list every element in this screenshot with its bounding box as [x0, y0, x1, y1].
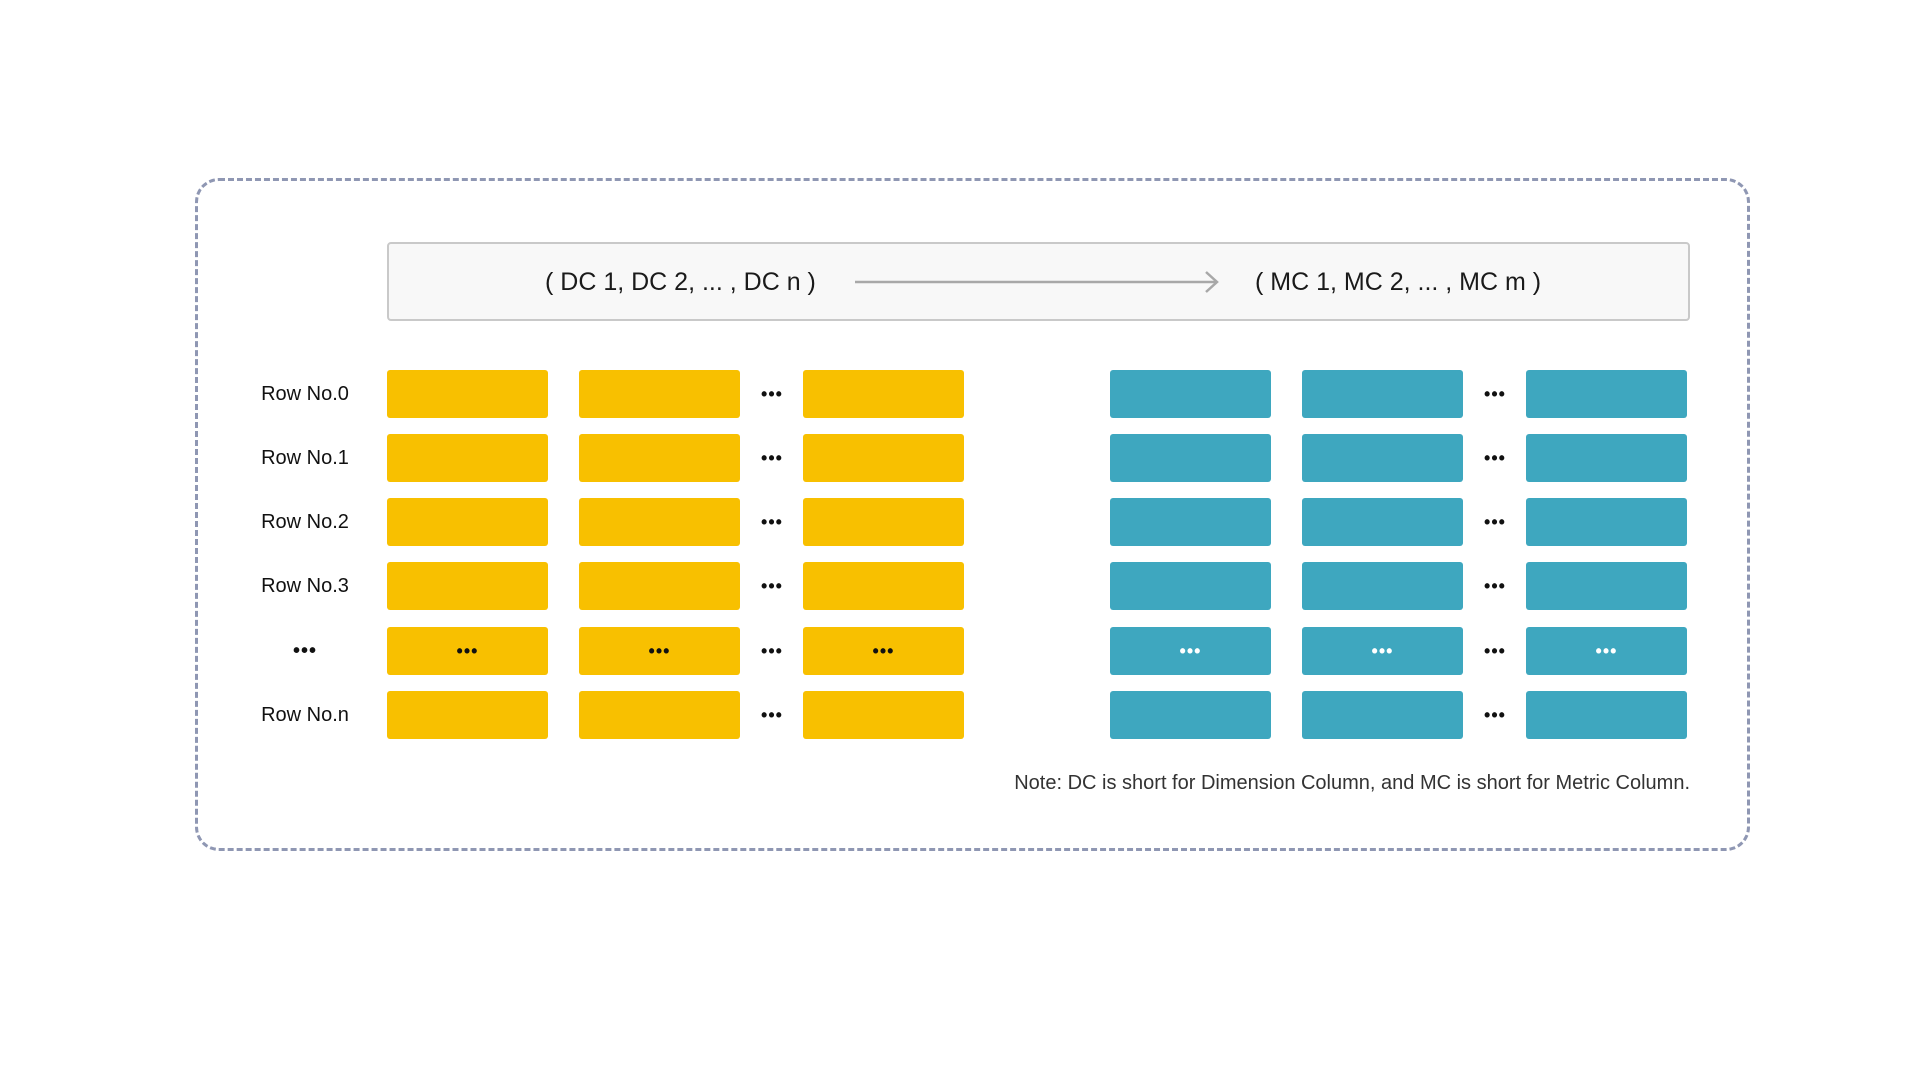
- metric-cell-ellipsis: •••: [1526, 627, 1687, 675]
- row-label-ellipsis: •••: [292, 640, 317, 662]
- metric-cell: [1302, 370, 1463, 418]
- metric-cell: [1110, 498, 1271, 546]
- dimension-cell: [579, 370, 740, 418]
- dimension-cell: [387, 370, 548, 418]
- row-label: Row No.0: [261, 383, 349, 405]
- dimension-cell: [579, 498, 740, 546]
- dimension-cell: [803, 434, 964, 482]
- mapping-arrow-icon: [855, 271, 1219, 293]
- metric-columns-ellipsis: •••: [1484, 705, 1506, 725]
- metric-columns-tuple: ( MC 1, MC 2, ... , MC m ): [1255, 268, 1542, 296]
- dimension-columns-ellipsis: •••: [761, 576, 783, 596]
- legend-note: Note: DC is short for Dimension Column, …: [1014, 772, 1690, 794]
- dimension-cell-ellipsis: •••: [579, 627, 740, 675]
- metric-cell: [1302, 691, 1463, 739]
- row-label: Row No.1: [261, 447, 349, 469]
- metric-cell: [1110, 370, 1271, 418]
- dimension-cell: [579, 562, 740, 610]
- dimension-cell: [387, 691, 548, 739]
- dimension-cell: [803, 370, 964, 418]
- dimension-columns-ellipsis: •••: [761, 448, 783, 468]
- metric-columns-ellipsis: •••: [1484, 512, 1506, 532]
- dimension-columns-tuple: ( DC 1, DC 2, ... , DC n ): [545, 268, 816, 296]
- metric-cell: [1526, 562, 1687, 610]
- metric-cell: [1110, 691, 1271, 739]
- metric-cell: [1526, 691, 1687, 739]
- metric-cell: [1110, 562, 1271, 610]
- row-label: Row No.3: [261, 575, 349, 597]
- metric-cell: [1302, 562, 1463, 610]
- metric-cell: [1302, 498, 1463, 546]
- dimension-columns-ellipsis: •••: [761, 384, 783, 404]
- metric-cell: [1110, 434, 1271, 482]
- diagram-frame: [195, 178, 1750, 851]
- metric-cell-ellipsis: •••: [1302, 627, 1463, 675]
- dimension-cell: [387, 434, 548, 482]
- dimension-columns-ellipsis: •••: [761, 705, 783, 725]
- dimension-cell: [579, 434, 740, 482]
- row-label: Row No.2: [261, 511, 349, 533]
- dimension-cell-ellipsis: •••: [387, 627, 548, 675]
- metric-cell: [1526, 370, 1687, 418]
- dimension-cell: [579, 691, 740, 739]
- metric-columns-ellipsis: •••: [1484, 448, 1506, 468]
- metric-cell: [1302, 434, 1463, 482]
- metric-columns-ellipsis: •••: [1484, 641, 1506, 661]
- dimension-cell: [803, 691, 964, 739]
- metric-cell: [1526, 498, 1687, 546]
- column-mapping-header: [387, 242, 1690, 321]
- metric-columns-ellipsis: •••: [1484, 576, 1506, 596]
- dimension-cell-ellipsis: •••: [803, 627, 964, 675]
- dimension-cell: [387, 498, 548, 546]
- metric-cell-ellipsis: •••: [1110, 627, 1271, 675]
- row-label: Row No.n: [261, 704, 349, 726]
- dimension-cell: [387, 562, 548, 610]
- dimension-columns-ellipsis: •••: [761, 641, 783, 661]
- metric-columns-ellipsis: •••: [1484, 384, 1506, 404]
- dimension-cell: [803, 498, 964, 546]
- metric-cell: [1526, 434, 1687, 482]
- dimension-cell: [803, 562, 964, 610]
- dimension-columns-ellipsis: •••: [761, 512, 783, 532]
